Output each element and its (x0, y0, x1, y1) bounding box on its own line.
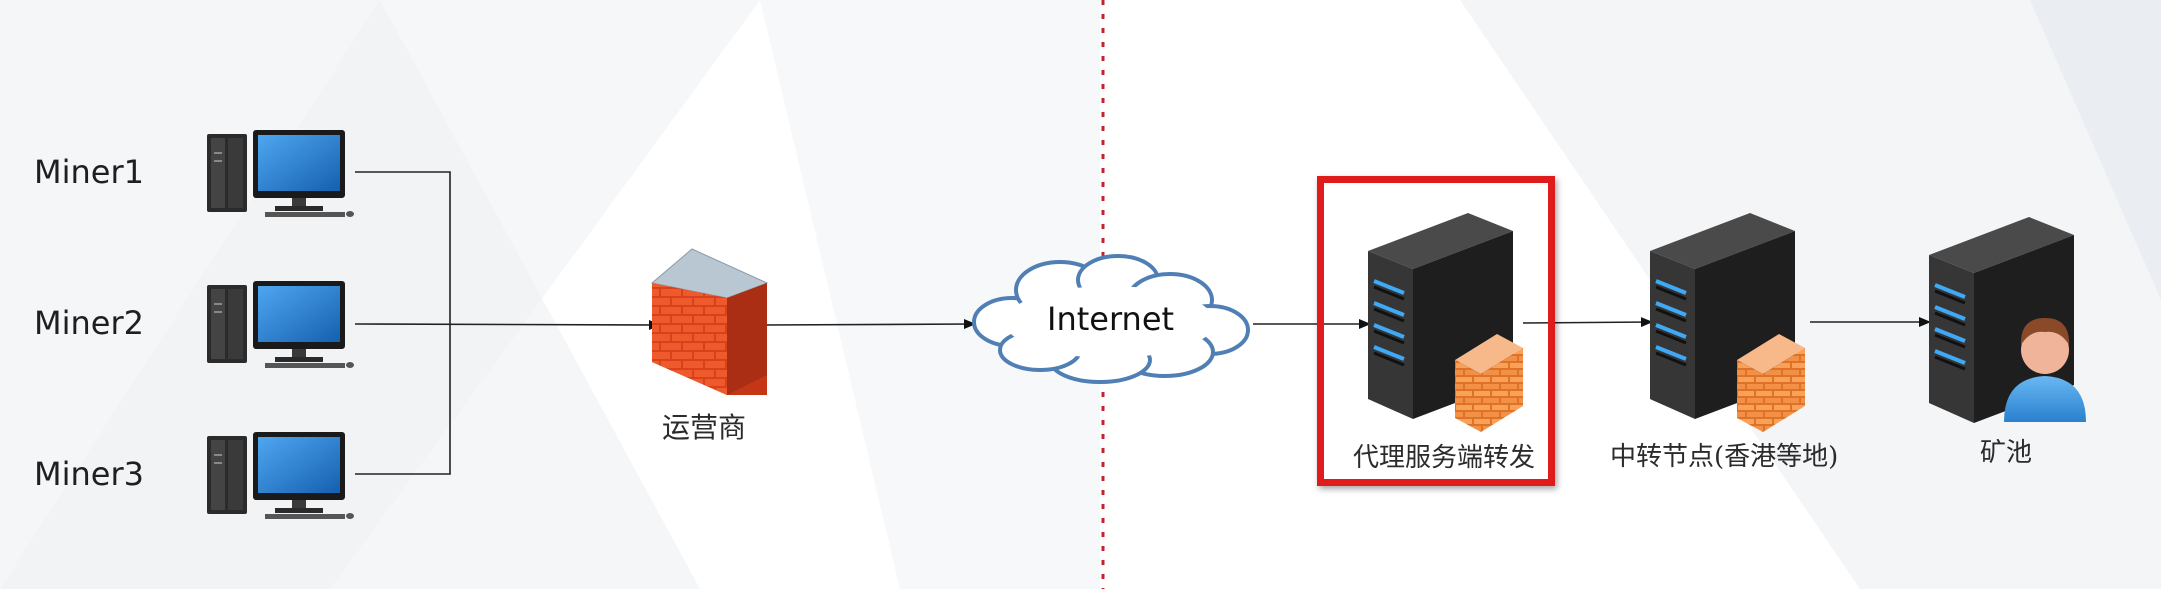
connector-isp-internet (759, 319, 976, 330)
proxy-highlight-box (1317, 176, 1555, 486)
connector-miner1 (355, 171, 451, 324)
connector-proxy-relay (1522, 317, 1653, 328)
firewall-icon (650, 248, 769, 395)
user-icon (2004, 318, 2086, 422)
cloud-icon (972, 254, 1250, 384)
miner-label-2: Miner2 (34, 304, 144, 342)
connectors (354, 171, 1931, 475)
miner-label-1: Miner1 (34, 153, 144, 191)
firewall-icon-proxy (1455, 334, 1523, 432)
connector-miner2 (354, 319, 661, 330)
internet-label: Internet (1047, 300, 1175, 338)
pool-label: 矿池 (1980, 438, 2033, 468)
desktop-computer-icon-1 (207, 130, 354, 217)
miner-label-3: Miner3 (34, 455, 144, 493)
relay-label: 中转节点(香港等地) (1610, 442, 1839, 472)
isp-label: 运营商 (662, 411, 747, 444)
connector-miner3 (355, 324, 451, 475)
proxy-label: 代理服务端转发 (1353, 443, 1536, 473)
